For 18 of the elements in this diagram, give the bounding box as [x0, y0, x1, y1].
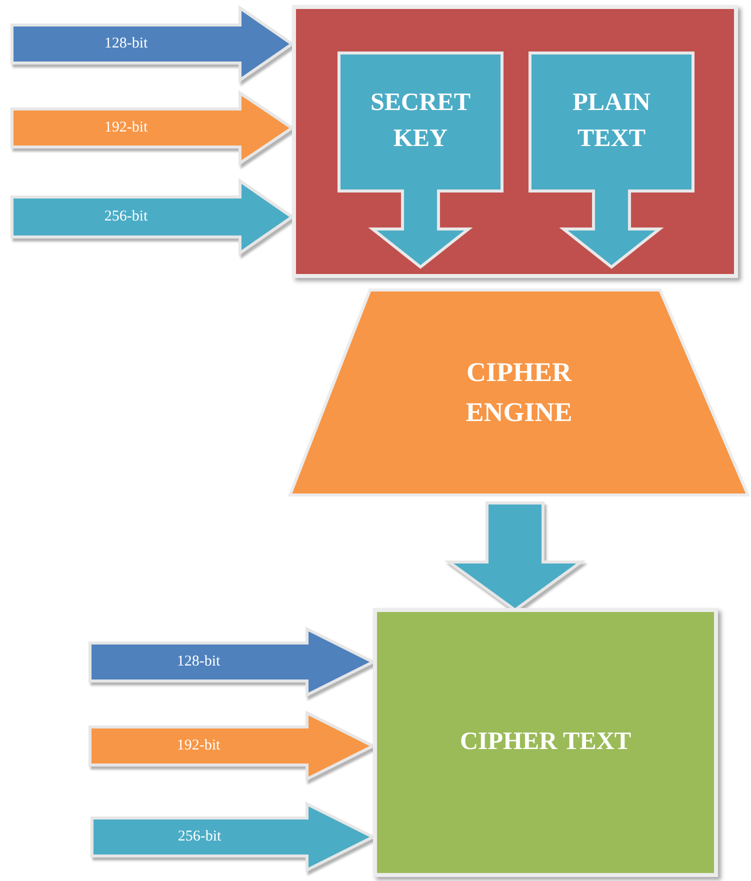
container-box	[292, 5, 738, 278]
edge-label: 256-bit	[178, 830, 222, 844]
block-arrow	[10, 5, 295, 83]
node-label: SECRET KEY	[369, 88, 472, 154]
result-box	[373, 608, 718, 877]
down-arrow-callout	[528, 51, 695, 269]
node-label: CIPHER ENGINE	[464, 356, 574, 428]
edge-label: 192-bit	[176, 738, 220, 754]
edge-label: 256-bit	[104, 210, 148, 224]
node-label: PLAIN TEXT	[572, 88, 652, 154]
node-label: CIPHER TEXT	[460, 727, 632, 758]
edge-label: 128-bit	[176, 654, 220, 670]
block-arrow	[10, 90, 295, 166]
block-arrow	[10, 178, 295, 256]
trapezoid-block	[288, 288, 750, 497]
edge-label: 192-bit	[104, 120, 148, 136]
down-arrow-callout	[337, 51, 504, 269]
edge-label: 128-bit	[104, 36, 148, 52]
